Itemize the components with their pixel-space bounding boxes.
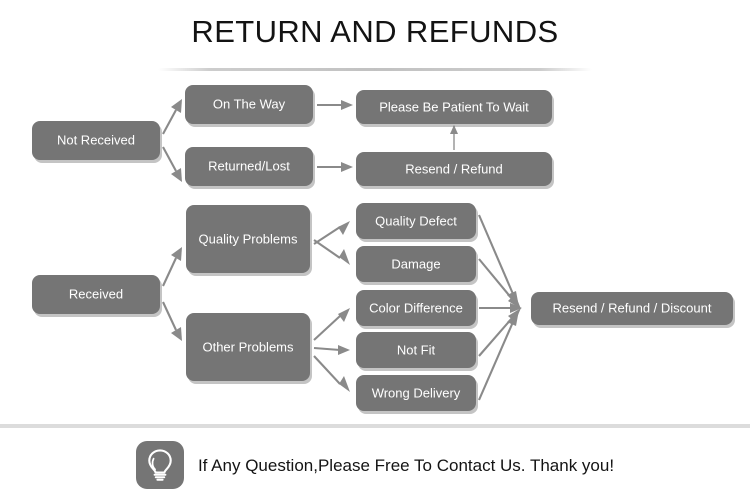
edge-received-to-quality-problems [162, 247, 182, 287]
node-label-quality-defect: Quality Defect [375, 213, 457, 228]
node-returned-lost[interactable]: Returned/Lost [185, 147, 315, 189]
node-label-resend-refund: Resend / Refund [405, 161, 503, 176]
node-wrong-delivery[interactable]: Wrong Delivery [356, 375, 478, 414]
node-label-not-received: Not Received [57, 132, 135, 147]
edge-not-received-to-on-the-way [162, 99, 182, 135]
node-other-problems[interactable]: Other Problems [186, 313, 312, 384]
page-title: RETURN AND REFUNDS [191, 13, 559, 49]
edge-quality-problems-to-damage [313, 239, 350, 265]
node-label-quality-problems: Quality Problems [199, 231, 298, 246]
footer: If Any Question,Please Free To Contact U… [0, 430, 750, 500]
node-label-be-patient: Please Be Patient To Wait [379, 99, 529, 114]
node-label-on-the-way: On The Way [213, 96, 286, 111]
edge-quality-problems-to-quality-defect [313, 221, 350, 245]
edge-on-the-way-to-be-patient [317, 100, 353, 110]
node-label-other-problems: Other Problems [202, 339, 294, 354]
flowchart-nodes: Not Received On The Way Returned/Lost Pl… [32, 85, 735, 414]
node-not-fit[interactable]: Not Fit [356, 332, 478, 371]
node-final-outcome[interactable]: Resend / Refund / Discount [531, 292, 735, 328]
node-label-wrong-delivery: Wrong Delivery [372, 385, 461, 400]
edge-other-problems-to-not-fit [313, 345, 350, 355]
node-label-color-difference: Color Difference [369, 300, 463, 315]
node-label-final-outcome: Resend / Refund / Discount [553, 300, 712, 315]
flowchart-edges [162, 99, 522, 401]
lightbulb-icon [135, 441, 184, 489]
edge-received-to-other-problems [162, 301, 182, 341]
node-label-damage: Damage [391, 256, 440, 271]
edge-resend-refund-to-be-patient [450, 125, 458, 150]
node-damage[interactable]: Damage [356, 246, 478, 285]
node-quality-defect[interactable]: Quality Defect [356, 203, 478, 242]
footer-divider [0, 424, 750, 428]
title-bar: RETURN AND REFUNDS [0, 0, 750, 62]
edge-wrong-delivery-to-final-outcome [478, 310, 519, 401]
node-label-not-fit: Not Fit [397, 342, 436, 357]
node-on-the-way[interactable]: On The Way [185, 85, 315, 127]
node-quality-problems[interactable]: Quality Problems [186, 205, 312, 276]
edge-other-problems-to-color-difference [313, 308, 350, 341]
title-divider [158, 68, 592, 71]
node-label-received: Received [69, 286, 123, 301]
node-resend-refund[interactable]: Resend / Refund [356, 152, 554, 189]
footer-message: If Any Question,Please Free To Contact U… [197, 455, 615, 475]
edge-other-problems-to-wrong-delivery [313, 355, 350, 392]
lightbulb-glyph [148, 449, 172, 481]
node-color-difference[interactable]: Color Difference [356, 290, 478, 329]
edge-not-received-to-returned-lost [162, 146, 182, 182]
edge-quality-defect-to-final-outcome [478, 214, 519, 307]
edge-not-fit-to-final-outcome [478, 308, 521, 357]
node-label-returned-lost: Returned/Lost [208, 158, 290, 173]
node-not-received[interactable]: Not Received [32, 121, 162, 163]
edge-damage-to-final-outcome [478, 258, 521, 309]
edge-color-difference-to-final-outcome [479, 303, 522, 313]
node-received[interactable]: Received [32, 275, 162, 317]
edge-returned-lost-to-resend-refund [317, 162, 353, 172]
node-be-patient[interactable]: Please Be Patient To Wait [356, 90, 554, 127]
